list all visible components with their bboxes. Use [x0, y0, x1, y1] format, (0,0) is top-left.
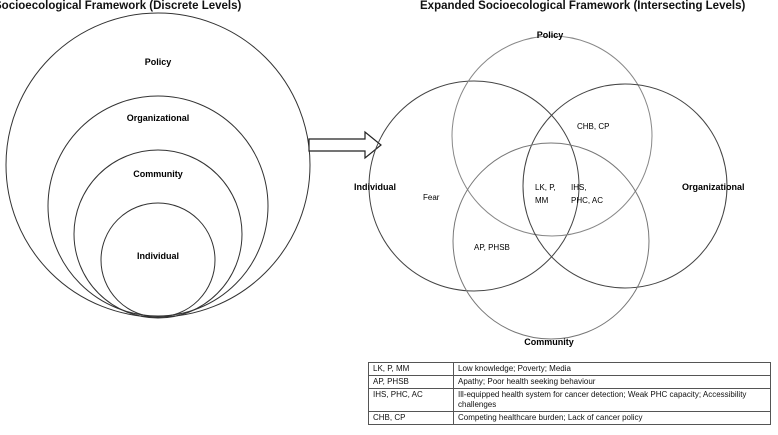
region-label-ihs-line1: IHS,: [571, 183, 587, 192]
circle-label-organizational: Organizational: [682, 182, 745, 192]
policy-intersect-circle: [451, 35, 653, 237]
region-label-fear: Fear: [423, 193, 440, 202]
community-intersect-circle: [452, 142, 650, 340]
organizational-intersect-circle: [522, 83, 728, 289]
level-label-organizational: Organizational: [127, 113, 190, 123]
level-label-community: Community: [133, 169, 183, 179]
legend-meaning: Low knowledge; Poverty; Media: [453, 362, 771, 376]
legend-meaning: Ill-equipped health system for cancer de…: [453, 388, 771, 412]
legend-abbreviation: CHB, CP: [368, 411, 454, 425]
right-diagram-title: Expanded Socioecological Framework (Inte…: [420, 0, 746, 12]
legend-meaning: Apathy; Poor health seeking behaviour: [453, 375, 771, 389]
region-label-center-line1: LK, P,: [535, 183, 556, 192]
legend-row: IHS, PHC, AC Ill-equipped health system …: [368, 388, 771, 412]
left-diagram-title: Socioecological Framework (Discrete Leve…: [0, 0, 242, 12]
legend-row: AP, PHSB Apathy; Poor health seeking beh…: [368, 375, 771, 389]
intersecting-levels-diagram: Policy Individual Organizational Communi…: [354, 30, 745, 347]
legend-row: CHB, CP Competing healthcare burden; Lac…: [368, 411, 771, 425]
transition-arrow: [308, 130, 382, 160]
level-label-individual: Individual: [137, 251, 179, 261]
circle-label-community: Community: [524, 337, 574, 347]
region-label-ihs-line2: PHC, AC: [571, 196, 603, 205]
legend-abbreviation: IHS, PHC, AC: [368, 388, 454, 412]
discrete-levels-diagram: Policy Organizational Community Individu…: [5, 12, 311, 319]
legend-abbreviation: LK, P, MM: [368, 362, 454, 376]
organizational-circle: [47, 95, 269, 317]
region-label-center-line2: MM: [535, 196, 549, 205]
legend-row: LK, P, MM Low knowledge; Poverty; Media: [368, 362, 771, 376]
circle-label-individual: Individual: [354, 182, 396, 192]
legend-abbreviation: AP, PHSB: [368, 375, 454, 389]
community-circle: [73, 149, 243, 319]
region-label-ap-phsb: AP, PHSB: [474, 243, 510, 252]
individual-circle: [100, 202, 216, 318]
region-label-chb-cp: CHB, CP: [577, 122, 609, 131]
level-label-policy: Policy: [145, 57, 172, 67]
individual-intersect-circle: [368, 80, 580, 292]
circle-label-policy: Policy: [537, 30, 564, 40]
abbreviation-legend-table: LK, P, MM Low knowledge; Poverty; Media …: [368, 362, 771, 425]
legend-meaning: Competing healthcare burden; Lack of can…: [453, 411, 771, 425]
